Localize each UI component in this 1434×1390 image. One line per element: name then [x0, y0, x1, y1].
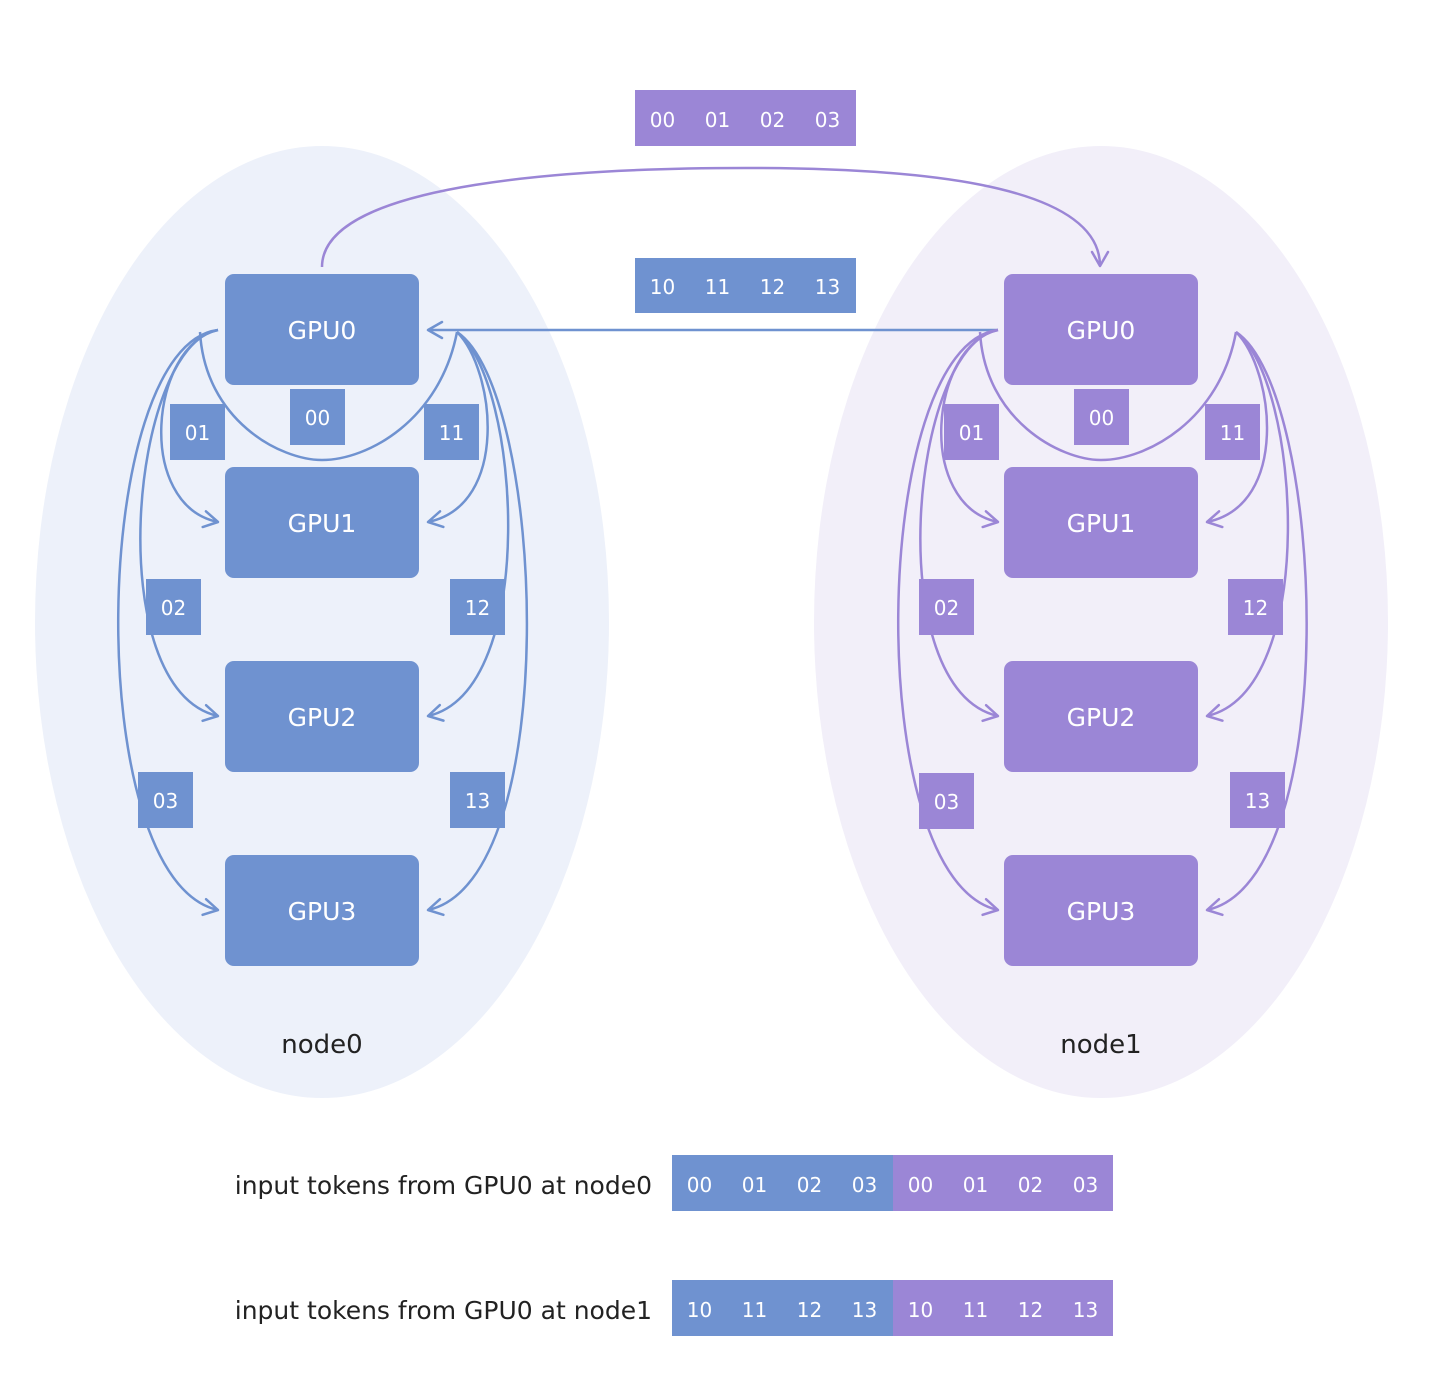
arrow-n1-gpu0-to-gpu3-right: [1205, 330, 1308, 917]
arrow-gpu0-to-gpu3-left: [116, 328, 220, 917]
token-label: 03: [1073, 1173, 1098, 1197]
node1-token-right-1: 11: [1205, 404, 1260, 460]
token-label: 12: [760, 275, 785, 299]
token-label: 12: [465, 596, 490, 620]
token-label: 12: [797, 1298, 822, 1322]
token-label: 01: [963, 1173, 988, 1197]
token-label: 00: [908, 1173, 933, 1197]
token-label: 11: [963, 1298, 988, 1322]
token-label: 01: [185, 421, 210, 445]
node1-gpu-1: GPU1: [1004, 467, 1198, 578]
gpu-label: GPU3: [1067, 897, 1136, 926]
token-label: 00: [1089, 406, 1114, 430]
token-label: 00: [687, 1173, 712, 1197]
token-label: 03: [815, 108, 840, 132]
arrow-n1-gpu0-to-gpu2-right: [1205, 331, 1290, 722]
token-label: 02: [760, 108, 785, 132]
node0-token-left-2: 02: [146, 579, 201, 635]
node1-token-right-2: 12: [1228, 579, 1283, 635]
node1-token-center: 00: [1074, 389, 1129, 445]
token-label: 10: [687, 1298, 712, 1322]
node0-token-left-3: 03: [138, 772, 193, 828]
token-label: 13: [815, 275, 840, 299]
node1-label: node1: [1060, 1030, 1141, 1060]
node1-ellipse: [814, 146, 1388, 1098]
token-label: 03: [934, 790, 959, 814]
node0-token-right-2: 12: [450, 579, 505, 635]
token-label: 03: [153, 789, 178, 813]
token-label: 01: [742, 1173, 767, 1197]
token-label: 02: [1018, 1173, 1043, 1197]
node1-gpu-0: GPU0: [1004, 274, 1198, 385]
token-label: 02: [797, 1173, 822, 1197]
arrow-n1-gpu0-self-loop: [978, 331, 1238, 462]
token-label: 02: [934, 596, 959, 620]
token-label: 01: [705, 108, 730, 132]
node1-gpu-2: GPU2: [1004, 661, 1198, 772]
token-label: 12: [1243, 596, 1268, 620]
node0-token-right-3: 13: [450, 772, 505, 828]
node1-token-left-3: 03: [919, 773, 974, 829]
token-label: 13: [1073, 1298, 1098, 1322]
token-label: 10: [650, 275, 675, 299]
node0-gpu-0: GPU0: [225, 274, 419, 385]
node0-arrows: [116, 320, 998, 917]
token-label: 13: [852, 1298, 877, 1322]
row-label: input tokens from GPU0 at node1: [235, 1296, 652, 1325]
transfer-strip-top: 00 01 02 03: [635, 90, 856, 146]
gpu-label: GPU1: [288, 509, 357, 538]
token-label: 03: [852, 1173, 877, 1197]
node1-token-left-1: 01: [944, 404, 999, 460]
arrow-gpu0-self-loop: [198, 331, 459, 462]
node0-ellipse: [35, 146, 609, 1098]
transfer-strip-middle: 10 11 12 13: [635, 258, 856, 313]
node0-token-center: 00: [290, 389, 345, 445]
gpu-label: GPU1: [1067, 509, 1136, 538]
input-row-node1: input tokens from GPU0 at node1 10 11 12…: [235, 1280, 1113, 1336]
node0-token-right-1: 11: [424, 404, 479, 460]
node1-token-left-2: 02: [919, 579, 974, 635]
gpu-label: GPU2: [288, 703, 357, 732]
arrow-n1-gpu0-to-gpu3-left: [896, 328, 1000, 917]
token-label: 11: [439, 421, 464, 445]
node1-gpu-3: GPU3: [1004, 855, 1198, 966]
arrow-n1-gpu0-to-gpu2-left: [919, 328, 1000, 723]
gpu-label: GPU0: [288, 316, 357, 345]
token-label: 00: [305, 406, 330, 430]
arrow-gpu0-to-gpu2-left: [139, 328, 220, 723]
token-label: 01: [959, 421, 984, 445]
node0-gpu-3: GPU3: [225, 855, 419, 966]
token-label: 00: [650, 108, 675, 132]
token-label: 10: [908, 1298, 933, 1322]
row-label: input tokens from GPU0 at node0: [235, 1171, 652, 1200]
token-label: 02: [161, 596, 186, 620]
token-label: 13: [465, 789, 490, 813]
node1-token-right-3: 13: [1230, 772, 1285, 828]
gpu-label: GPU0: [1067, 316, 1136, 345]
arrow-gpu0-to-gpu2-right: [426, 331, 510, 722]
node0-gpu-2: GPU2: [225, 661, 419, 772]
token-label: 13: [1245, 789, 1270, 813]
node1-arrows: [320, 166, 1308, 917]
arrow-node0-gpu0-to-node1-gpu0: [320, 166, 1110, 268]
token-label: 11: [742, 1298, 767, 1322]
gpu-label: GPU2: [1067, 703, 1136, 732]
node0-gpu-1: GPU1: [225, 467, 419, 578]
input-row-node0: input tokens from GPU0 at node0 00 01 02…: [235, 1155, 1113, 1211]
arrow-gpu0-to-gpu1-right: [426, 331, 489, 529]
node0-label: node0: [281, 1030, 362, 1060]
token-label: 11: [1220, 421, 1245, 445]
arrow-gpu0-to-gpu3-right: [426, 330, 529, 917]
arrow-n1-gpu0-to-gpu1-right: [1205, 331, 1269, 529]
gpu-label: GPU3: [288, 897, 357, 926]
node0-token-left-1: 01: [170, 404, 225, 460]
token-label: 12: [1018, 1298, 1043, 1322]
token-label: 11: [705, 275, 730, 299]
